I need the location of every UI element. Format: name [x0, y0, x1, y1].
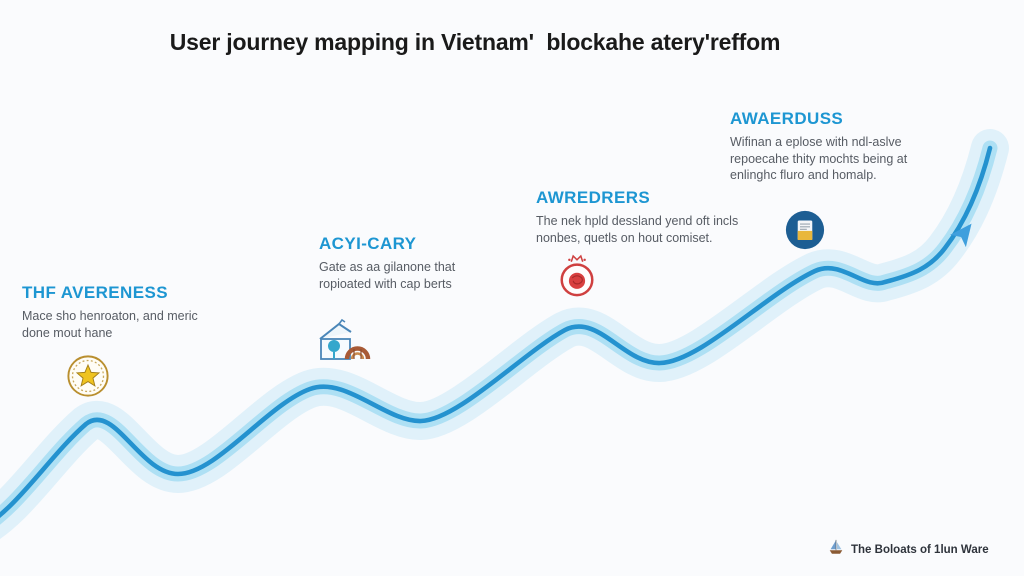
stage-advocacy: AWAERDUSS Wifinan a eplose with ndl-aslv…: [730, 109, 950, 184]
stage-consideration: ACYI-CARY Gate as aa gilanone that ropio…: [319, 234, 519, 292]
page-title: User journey mapping in Vietnam' blockah…: [169, 29, 781, 55]
footer-label: The Boloats of 1lun Ware: [851, 544, 989, 556]
curve-core: [0, 145, 993, 518]
stage-description: Mace sho henroaton, and meric done mout …: [22, 309, 198, 340]
stage-heading: AWREDRERS: [536, 188, 651, 207]
boat-logo-icon: [827, 538, 845, 562]
house-illustration-icon: [310, 317, 372, 369]
footer-brand: The Boloats of 1lun Ware: [827, 539, 989, 561]
stage-heading: THF AVERENESS: [22, 283, 168, 302]
stage-decision: AWREDRERS The nek hpld dessland yend oft…: [536, 188, 756, 246]
arrow-icon: [950, 223, 972, 248]
document-badge-icon: [785, 210, 825, 255]
stage-heading: AWAERDUSS: [730, 109, 844, 128]
crown-emblem-icon: [556, 252, 598, 307]
stage-description: Wifinan a eplose with ndl-aslve repoecah…: [730, 135, 908, 182]
stage-description: The nek hpld dessland yend oft incls non…: [536, 214, 739, 245]
stage-description: Gate as aa gilanone that ropioated with …: [319, 260, 456, 291]
star-seal-icon: [66, 354, 110, 403]
stage-awareness: THF AVERENESS Mace sho henroaton, and me…: [22, 283, 232, 341]
stage-heading: ACYI-CARY: [319, 234, 417, 253]
